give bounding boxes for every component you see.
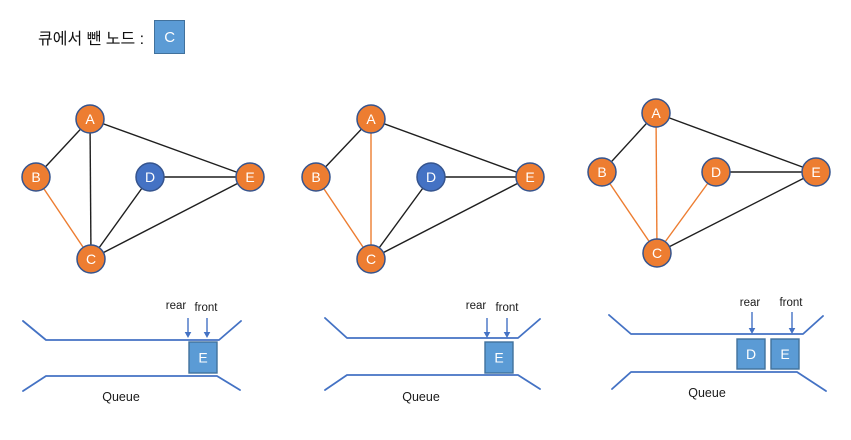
q2-rear-arrow-head bbox=[483, 332, 491, 338]
q2-top-outline bbox=[324, 317, 541, 339]
g2-edge-C-D bbox=[370, 176, 432, 260]
g3-node-A bbox=[641, 98, 671, 128]
g3-edge-B-C bbox=[601, 171, 658, 254]
q2-rear-arrow bbox=[483, 318, 491, 338]
q3-item-D-label: D bbox=[746, 346, 756, 362]
q2-item-E-label: E bbox=[494, 350, 503, 366]
g2-node-E bbox=[515, 162, 545, 192]
g1-edge-A-C bbox=[89, 118, 92, 260]
q1-rear-label: rear bbox=[166, 300, 187, 312]
q1-front-label: front bbox=[194, 302, 218, 314]
g2-node-B-label: B bbox=[311, 169, 320, 185]
g1-node-B bbox=[21, 162, 51, 192]
q2-item-E bbox=[484, 341, 514, 374]
q2-front-arrow-head bbox=[503, 332, 511, 338]
q3-rear-arrow-head bbox=[748, 328, 756, 334]
g1-edge-B-C bbox=[35, 176, 92, 260]
q1-item-E-label: E bbox=[198, 350, 207, 366]
g1-node-C bbox=[76, 244, 106, 274]
q3-item-E-label: E bbox=[780, 346, 789, 362]
header: 큐에서 뺀 노드 : C bbox=[38, 20, 186, 54]
g3-node-C-label: C bbox=[652, 245, 662, 261]
g1-node-E-label: E bbox=[245, 169, 254, 185]
g3-edge-C-E bbox=[656, 171, 817, 254]
q3-front-arrow bbox=[788, 312, 796, 334]
g1-node-A-label: A bbox=[85, 111, 95, 127]
g2-node-C-label: C bbox=[366, 251, 376, 267]
g3-node-A-label: A bbox=[651, 105, 661, 121]
g1-node-C-label: C bbox=[86, 251, 96, 267]
q2-bottom-outline bbox=[324, 374, 541, 391]
g2-edge-C-E bbox=[370, 176, 531, 260]
g2-edge-B-C bbox=[315, 176, 372, 260]
g3-node-B-label: B bbox=[597, 164, 606, 180]
q1-caption: Queue bbox=[102, 390, 140, 404]
q3-item-E bbox=[770, 338, 800, 370]
q1-top-outline bbox=[22, 320, 242, 341]
g2-node-D bbox=[416, 162, 446, 192]
q1-bottom-outline bbox=[22, 375, 241, 392]
g2-node-A-label: A bbox=[366, 111, 376, 127]
g2-node-E-label: E bbox=[525, 169, 534, 185]
g1-edge-C-E bbox=[90, 176, 251, 260]
g3-node-E bbox=[801, 157, 831, 187]
q3-top-outline bbox=[608, 314, 824, 335]
q3-rear-arrow bbox=[748, 312, 756, 334]
q3-caption: Queue bbox=[688, 386, 726, 400]
g1-node-B-label: B bbox=[31, 169, 40, 185]
g3-node-C bbox=[642, 238, 672, 268]
g1-edge-C-D bbox=[90, 176, 151, 260]
g2-node-A bbox=[356, 104, 386, 134]
g1-node-A bbox=[75, 104, 105, 134]
g3-node-B bbox=[587, 157, 617, 187]
q3-item-D bbox=[736, 338, 766, 370]
q3-front-arrow-head bbox=[788, 328, 796, 334]
g1-node-D-label: D bbox=[145, 169, 155, 185]
g2-edge-A-E bbox=[370, 118, 531, 178]
q1-rear-arrow-head bbox=[184, 332, 192, 338]
q3-front-label: front bbox=[779, 297, 803, 309]
g1-edge-A-E bbox=[89, 118, 251, 178]
g2-node-C bbox=[356, 244, 386, 274]
q1-rear-arrow bbox=[184, 318, 192, 338]
q2-rear-label: rear bbox=[466, 300, 487, 312]
g3-edge-A-E bbox=[655, 112, 817, 173]
g2-node-B bbox=[301, 162, 331, 192]
q3-bottom-outline bbox=[611, 371, 827, 392]
dequeued-node-box: C bbox=[154, 20, 186, 54]
g1-node-E bbox=[235, 162, 265, 192]
g3-edge-A-C bbox=[655, 112, 658, 254]
page-title: 큐에서 뺀 노드 : bbox=[38, 31, 145, 48]
q2-front-arrow bbox=[503, 318, 511, 338]
g3-edge-C-D bbox=[656, 171, 717, 254]
g3-node-E-label: E bbox=[811, 164, 820, 180]
g2-node-D-label: D bbox=[426, 169, 436, 185]
dequeued-node-label: C bbox=[164, 28, 176, 46]
g3-node-D-label: D bbox=[711, 164, 721, 180]
q1-item-E bbox=[188, 341, 218, 374]
g1-node-D bbox=[135, 162, 165, 192]
q2-front-label: front bbox=[495, 302, 519, 314]
g3-node-D bbox=[701, 157, 731, 187]
q1-front-arrow-head bbox=[203, 332, 211, 338]
q2-caption: Queue bbox=[402, 390, 440, 404]
q3-rear-label: rear bbox=[740, 297, 761, 309]
q1-front-arrow bbox=[203, 318, 211, 338]
